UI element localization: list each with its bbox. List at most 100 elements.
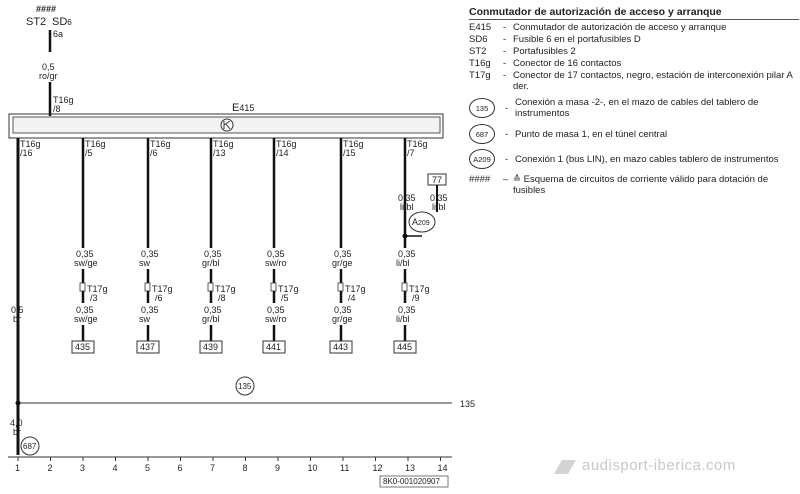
circuit-t17-code: T17g: [278, 284, 299, 294]
circuit-ref: 445: [397, 342, 412, 352]
legend-code: SD6: [469, 34, 488, 45]
fuse-hash-label: ####: [36, 4, 56, 14]
column-number: 5: [145, 463, 150, 473]
legend-desc: Conector de 17 contactos, negro, estació…: [513, 70, 793, 92]
circuit-wire1-color: li/bl: [396, 258, 410, 268]
legend-desc: Conmutador de autorización de acceso y a…: [513, 22, 727, 33]
legend-hash-row: #### – ≙ Esquema de circuitos de corrien…: [469, 174, 799, 196]
legend-sep: -: [503, 46, 507, 57]
circuit-wire1-color: sw/ge: [74, 258, 98, 268]
legend-circle-desc: Punto de masa 1, en el túnel central: [515, 128, 668, 140]
column-number: 13: [405, 463, 415, 473]
circuit-wire2-color: sw/ge: [74, 314, 98, 324]
circuit-wire-gauge: 0,5: [11, 305, 24, 315]
connector-pin-icon: [337, 282, 344, 292]
circuit-conn-code: T16g: [343, 139, 364, 149]
circuit-wire1-color: gr/bl: [202, 258, 220, 268]
circuit-conn-pin: /16: [20, 148, 33, 158]
circuit-wire2-color: sw: [139, 314, 151, 324]
circuit-wire1-gauge: 0,35: [398, 249, 416, 259]
legend-desc: Conector de 16 contactos: [513, 58, 622, 69]
column-number: 12: [373, 463, 383, 473]
fuse-label-sub: 6: [67, 18, 72, 27]
circuit-wire1-gauge: 0,35: [141, 249, 159, 259]
column-number: 7: [210, 463, 215, 473]
key-switch-icon-glyph: [223, 120, 231, 130]
legend-code: T16g: [469, 58, 491, 69]
branch-node-label: A209: [412, 217, 430, 227]
circuit-ref-box: [262, 340, 286, 354]
circuit-conn-code: T16g: [407, 139, 428, 149]
legend-desc: Portafusibles 2: [513, 46, 576, 57]
circuit-wire2-color: li/bl: [396, 314, 410, 324]
ground-wire-gauge: 4,0: [10, 418, 23, 428]
feed-wire-color: ro/gr: [39, 71, 58, 81]
fuse-pin-label: 6a: [53, 29, 63, 39]
circuit-t17-code: T17g: [87, 284, 108, 294]
circuit-wire1-color: sw/ro: [265, 258, 287, 268]
component-label-main: E: [232, 102, 239, 114]
circuit-conn-pin: /14: [276, 148, 289, 158]
circuit-t17-pin: /5: [281, 293, 289, 303]
column-number: 3: [80, 463, 85, 473]
circuit-conn-code: T16g: [213, 139, 234, 149]
fuseholder-label: ST2: [26, 16, 46, 28]
circuit-wire2-gauge: 0,35: [76, 305, 94, 315]
column-number: 8: [243, 463, 248, 473]
branch-wire-gauge: 0,35: [430, 193, 448, 203]
branch-ref: 77: [432, 175, 442, 185]
component-label-sub: 415: [239, 103, 254, 113]
circuit-t17-pin: /3: [90, 293, 98, 303]
feed-conn-code: T16g: [53, 95, 74, 105]
legend-code: E415: [469, 22, 492, 33]
circuit-ref: 443: [333, 342, 348, 352]
legend-row: T17g-Conector de 17 contactos, negro, es…: [469, 70, 799, 92]
circuit-wire1-gauge: 0,35: [267, 249, 285, 259]
connector-pin-icon: [401, 282, 408, 292]
circuit-t17-pin: /6: [155, 293, 163, 303]
circuit-wire2-color: gr/ge: [332, 314, 353, 324]
circuit-t17-code: T17g: [152, 284, 173, 294]
circuit-wire2-color: sw/ro: [265, 314, 287, 324]
circuit-ref-box: [199, 340, 223, 354]
circuit-t17-pin: /4: [348, 293, 356, 303]
legend-desc: Fusible 6 en el portafusibles D: [513, 34, 641, 45]
legend-sep: -: [505, 128, 509, 140]
feed-conn-pin: /8: [53, 104, 61, 114]
legend-hash-text: Esquema de circuitos de corriente válido…: [513, 174, 769, 196]
branch-node-circle: [408, 211, 436, 233]
circuit-wire1-gauge: 0,35: [76, 249, 94, 259]
legend-code: ST2: [469, 46, 487, 57]
circuit-wire2-color: gr/bl: [202, 314, 220, 324]
circuit-conn-pin: /6: [150, 148, 158, 158]
column-number: 10: [308, 463, 318, 473]
legend-circle-desc: Conexión 1 (bus LIN), en mazo cables tab…: [515, 153, 779, 165]
legend-sep: -: [505, 153, 509, 165]
branch-wire-color: li/bl: [432, 202, 446, 212]
legend-hash-sep: –: [503, 174, 509, 185]
ground-point-label: 687: [23, 442, 37, 451]
component-outer-box: [8, 113, 444, 139]
legend-row: T16g-Conector de 16 contactos: [469, 58, 799, 69]
column-number: 4: [113, 463, 118, 473]
circuit-wire1-gauge: 0,35: [204, 249, 222, 259]
circuit-wire2-gauge: 0,35: [398, 305, 416, 315]
column-number: 2: [48, 463, 53, 473]
column-number: 1: [15, 463, 20, 473]
circuit-conn-pin: /13: [213, 148, 226, 158]
circuit-ref: 441: [266, 342, 281, 352]
fuse-label: SD6: [52, 16, 72, 28]
circuit-wire1-color: sw: [139, 258, 151, 268]
circuit-wire1-color: gr/ge: [332, 258, 353, 268]
circuit-conn-pin: /7: [407, 148, 415, 158]
circuit-t17-code: T17g: [345, 284, 366, 294]
feed-wire-gauge: 0,5: [42, 62, 55, 72]
circuit-wire0-gauge: 0,35: [398, 193, 416, 203]
connector-pin-icon: [144, 282, 151, 292]
circuit-ref: 435: [75, 342, 90, 352]
legend-row: ST2 -Portafusibles 2: [469, 46, 799, 57]
legend-title: Conmutador de autorización de acceso y a…: [469, 6, 799, 20]
legend-circle-row: 687-Punto de masa 1, en el túnel central: [469, 124, 799, 144]
circuit-group: T16g/160,5brT16g/50,35sw/geT17g/30,35sw/…: [11, 138, 448, 403]
